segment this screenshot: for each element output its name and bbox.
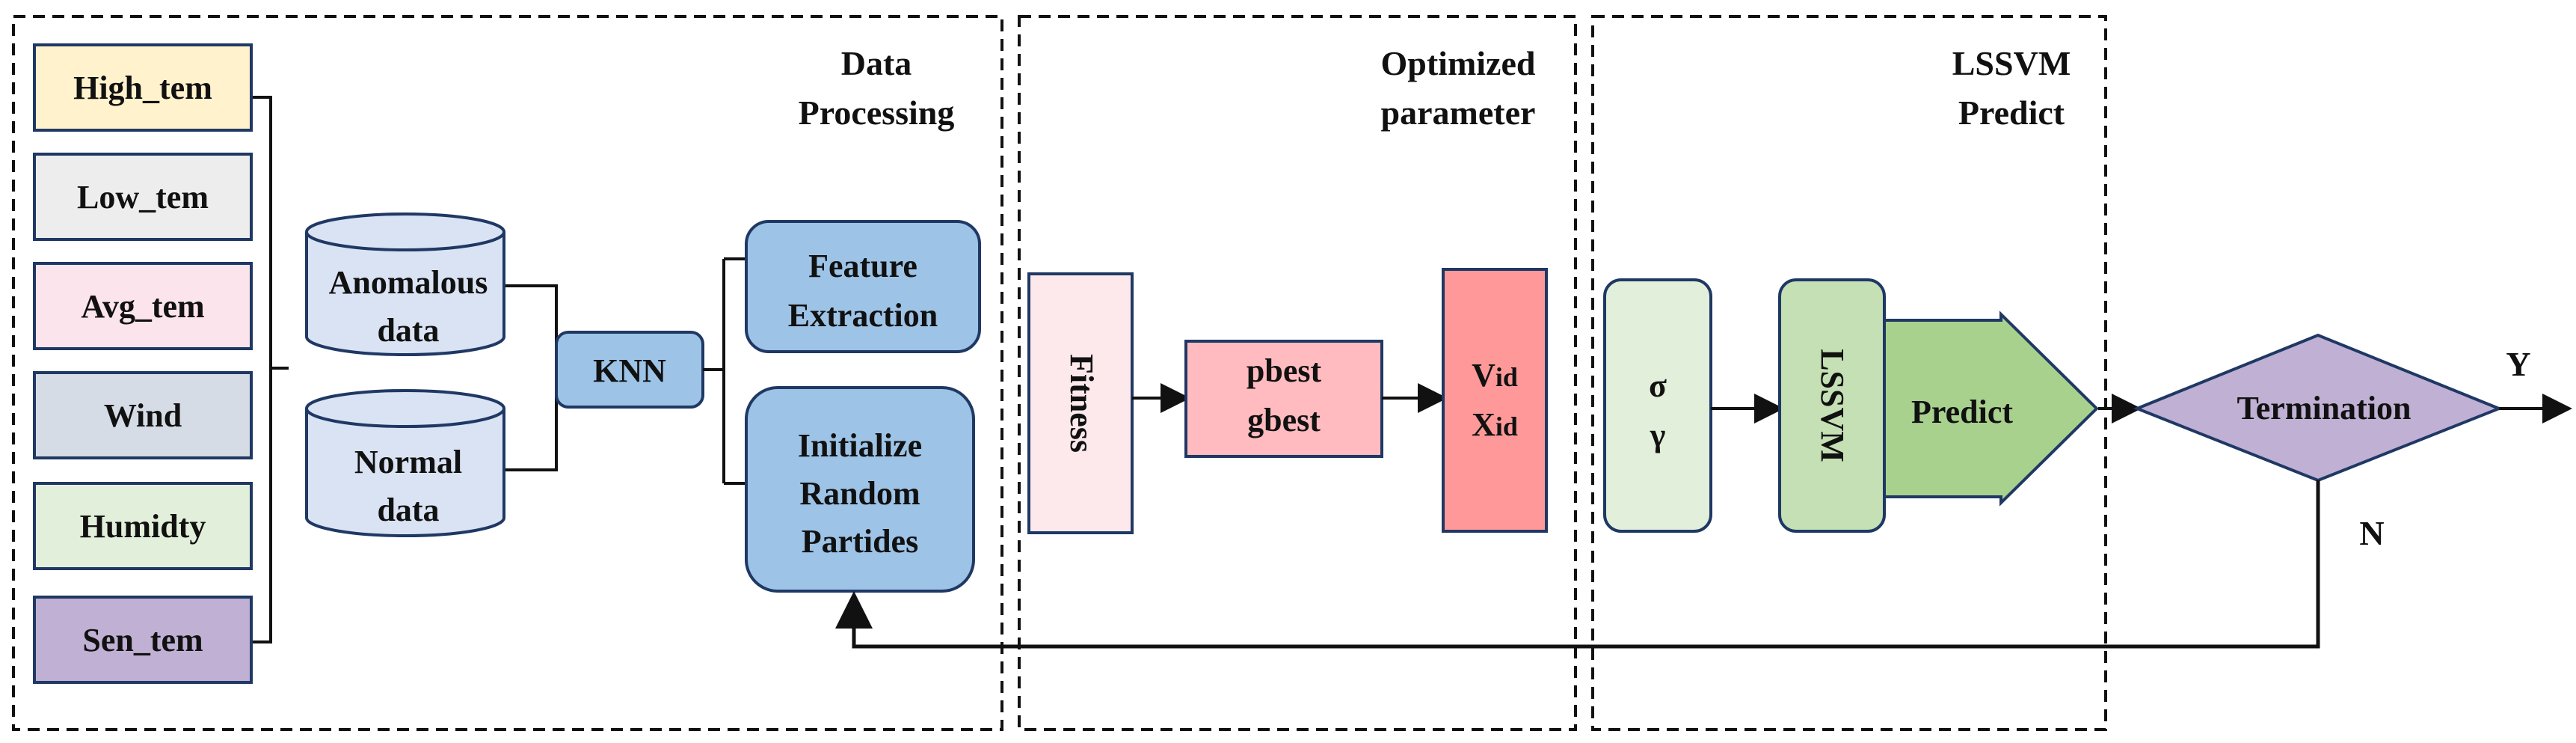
svg-text:pbest: pbest [1246,352,1322,389]
svg-text:Low_tem: Low_tem [77,179,209,215]
svg-text:Processing: Processing [799,94,955,132]
svg-text:Anomalous: Anomalous [329,264,488,301]
svg-text:High_tem: High_tem [73,70,212,106]
section-frame-data-processing [12,15,1003,731]
feature-box-high-tem: High_tem [33,43,253,132]
svg-text:Predict: Predict [1911,394,2013,430]
section-frame-optimized-parameter [1018,15,1577,731]
section-title-lssvm-predict: LSSVM Predict [1952,44,2071,132]
feature-box-avg-tem: Avg_tem [33,262,253,350]
feature-box-wind: Wind [33,371,253,459]
termination-diamond: Termination [2133,333,2503,483]
feature-box-low-tem: Low_tem [33,153,253,241]
svg-text:σ: σ [1649,367,1667,404]
svg-text:Wind: Wind [104,397,182,434]
svg-text:Optimized: Optimized [1381,44,1536,82]
feature-box-sen-tem: Sen_tem [33,596,253,684]
pbest-gbest-box: pbest gbest [1184,340,1383,458]
section-title-data-processing: Data Processing [799,44,955,132]
lssvm-box: LSSVM [1778,278,1886,533]
svg-text:Feature: Feature [808,248,917,284]
yes-label: Y [2506,345,2530,383]
svg-text:γ: γ [1650,417,1666,453]
svg-text:Initialize: Initialize [798,427,922,464]
svg-text:LSSVM: LSSVM [1814,349,1851,462]
svg-text:Normal: Normal [354,444,462,480]
initialize-random-particles-box: Initialize Random Partides [745,386,975,593]
svg-text:Fitness: Fitness [1063,354,1100,453]
svg-text:Partides: Partides [802,523,918,560]
knn-to-branches-connector [703,257,746,485]
knn-box: KNN [555,331,704,409]
no-label: N [2359,514,2384,552]
svg-text:Predict: Predict [1958,94,2065,132]
feature-extraction-box: Feature Extraction [745,220,981,353]
anomalous-data-cylinder: Anomalous data [305,212,505,356]
feature-brace [253,96,289,643]
svg-text:KNN: KNN [593,352,666,389]
svg-text:Sen_tem: Sen_tem [82,622,203,658]
svg-text:data: data [377,312,439,349]
svg-text:LSSVM: LSSVM [1952,44,2071,82]
svg-text:Avg_tem: Avg_tem [81,288,204,325]
svg-text:Termination: Termination [2237,390,2411,426]
section-title-optimized-parameter: Optimized parameter [1381,44,1536,132]
svg-text:Xid: Xid [1472,406,1518,443]
normal-data-cylinder: Normal data [305,389,505,537]
fitness-box: Fitness [1027,272,1134,534]
svg-text:Random: Random [799,475,920,512]
svg-text:Data: Data [841,44,912,82]
feature-box-humidty: Humidty [33,482,253,570]
arrow-termination-no-loop [835,480,2320,649]
svg-text:gbest: gbest [1247,402,1321,438]
svg-text:Extraction: Extraction [788,297,938,334]
sigma-gamma-box: σ γ [1603,278,1712,533]
vid-xid-box: Vid Xid [1442,268,1548,533]
svg-text:parameter: parameter [1381,94,1536,132]
svg-text:Humidty: Humidty [80,508,206,545]
svg-text:data: data [377,492,439,528]
db-to-knn-connector [505,284,558,471]
svg-text:Vid: Vid [1472,357,1518,394]
predict-arrow-shape: Predict [1883,311,2099,507]
section-frame-lssvm-predict [1591,15,2107,731]
